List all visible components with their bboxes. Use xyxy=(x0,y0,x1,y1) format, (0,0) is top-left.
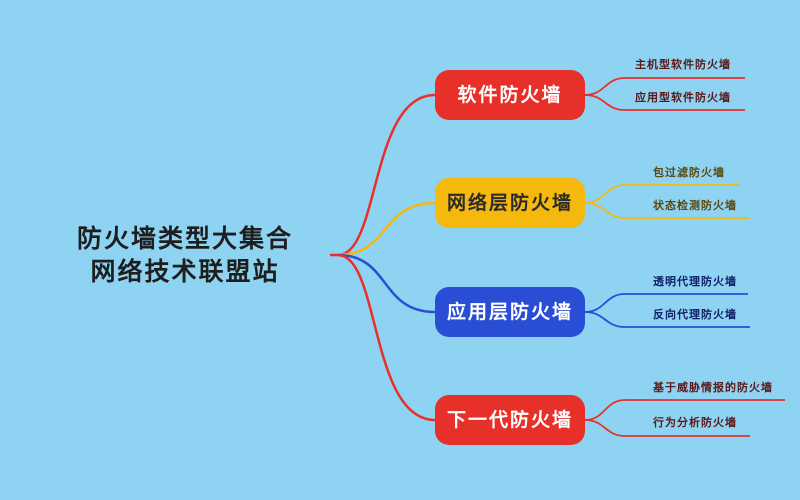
root-topic: 防火墙类型大集合 网络技术联盟站 xyxy=(60,222,310,288)
root-title-line1: 防火墙类型大集合 xyxy=(76,224,293,253)
connector-software-leaf1 xyxy=(584,77,745,96)
connector-network-leaf2 xyxy=(584,202,750,219)
connector-nextgen-leaf1 xyxy=(584,399,785,421)
root-title-line2: 网络技术联盟站 xyxy=(90,257,280,286)
connector-root-network xyxy=(337,201,436,257)
branch-network-firewall[interactable]: 网络层防火墙 xyxy=(435,178,585,228)
leaf-stateful-firewall[interactable]: 状态检测防火墙 xyxy=(653,199,737,212)
leaf-reverse-proxy-firewall[interactable]: 反向代理防火墙 xyxy=(653,308,737,321)
connector-application-leaf2 xyxy=(584,311,750,328)
branch-application-firewall[interactable]: 应用层防火墙 xyxy=(435,287,585,337)
leaf-packet-filter-firewall[interactable]: 包过滤防火墙 xyxy=(653,166,725,179)
connector-nextgen-leaf2 xyxy=(584,419,750,437)
connector-software-leaf2 xyxy=(584,94,745,111)
connector-application-leaf1 xyxy=(584,293,748,313)
leaf-behavior-analysis-firewall[interactable]: 行为分析防火墙 xyxy=(653,416,737,429)
connector-root-software xyxy=(337,93,436,257)
branch-nextgen-firewall[interactable]: 下一代防火墙 xyxy=(435,395,585,445)
connector-root-nextgen xyxy=(337,253,436,422)
branch-software-firewall[interactable]: 软件防火墙 xyxy=(435,70,585,120)
connector-network-leaf1 xyxy=(584,184,740,204)
leaf-host-software-firewall[interactable]: 主机型软件防火墙 xyxy=(635,58,731,71)
leaf-app-software-firewall[interactable]: 应用型软件防火墙 xyxy=(635,91,731,104)
leaf-transparent-proxy-firewall[interactable]: 透明代理防火墙 xyxy=(653,275,737,288)
connector-root-application xyxy=(337,253,436,314)
leaf-threat-intel-firewall[interactable]: 基于威胁情报的防火墙 xyxy=(653,381,773,394)
